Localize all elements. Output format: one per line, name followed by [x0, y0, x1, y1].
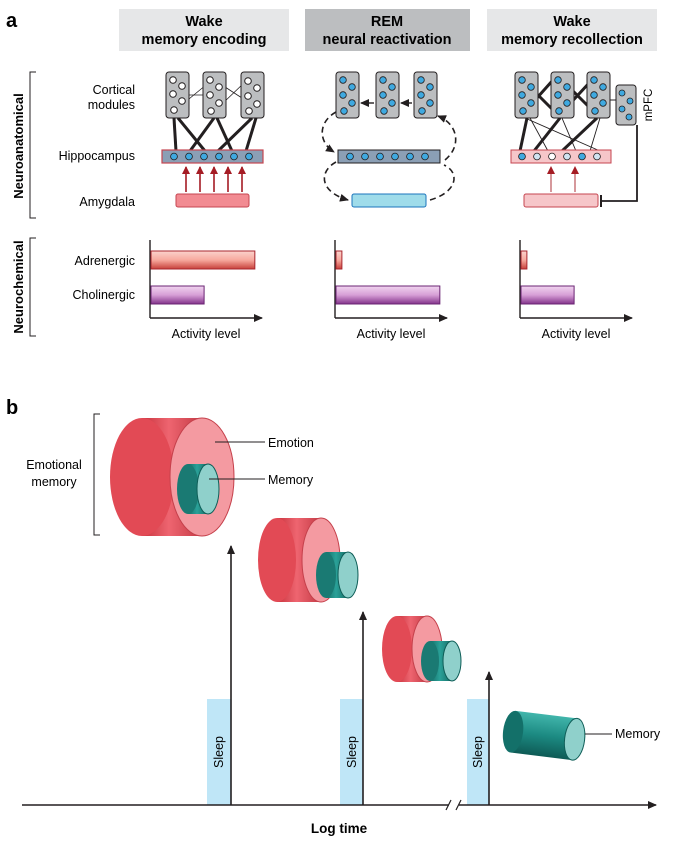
column-header-2-line1: REM: [371, 14, 403, 30]
adrenergic-bar-1: [150, 250, 256, 270]
column-header-2-line2: neural reactivation: [323, 32, 452, 48]
sleep-bar-2: [340, 699, 363, 805]
neurochemical-bracket: [29, 237, 36, 337]
neurochemical-label: Neurochemical: [11, 240, 26, 333]
column-header-1: Wake memory encoding: [119, 9, 289, 51]
sleep-bar-1: [207, 699, 231, 805]
row-label-cortical-line2: modules: [88, 98, 135, 112]
rem-network: [321, 71, 457, 208]
column-header-3: Wake memory recollection: [487, 9, 657, 51]
final-memory-label: Memory: [615, 727, 661, 741]
emotion-label: Emotion: [268, 436, 314, 450]
activity-axis-label-1: Activity level: [172, 327, 241, 341]
column-header-3-line1: Wake: [553, 14, 590, 30]
row-label-hippocampus: Hippocampus: [59, 149, 135, 163]
cholinergic-bar-3: [520, 285, 575, 305]
x-axis-label: Log time: [311, 821, 368, 836]
neuroanatomical-bracket: [29, 71, 36, 219]
memory-label: Memory: [268, 473, 314, 487]
panel-a-letter: a: [6, 10, 18, 32]
activity-axis-1: [149, 240, 263, 322]
adrenergic-bar-2: [335, 250, 343, 270]
sleep-bar-3: [467, 699, 489, 805]
memory-stage-4: [502, 710, 586, 761]
log-time-axis: [22, 799, 657, 811]
sleep-label-2: Sleep: [345, 736, 359, 768]
encoding-network: [161, 71, 265, 208]
mpfc-label: mPFC: [643, 89, 655, 122]
sleep-label-1: Sleep: [212, 736, 226, 768]
emotional-memory-stage-2: [258, 517, 359, 603]
emotional-memory-label-line1: Emotional: [26, 458, 82, 472]
panel-b-letter: b: [6, 397, 18, 419]
column-header-2: REM neural reactivation: [305, 9, 470, 51]
cholinergic-bar-1: [150, 285, 205, 305]
activity-axis-label-2: Activity level: [357, 327, 426, 341]
neuroanatomical-label: Neuroanatomical: [11, 93, 26, 198]
adrenergic-bar-3: [520, 250, 528, 270]
activity-bars: Activity level Activity level Activity lev…: [149, 240, 633, 341]
cholinergic-bar-2: [335, 285, 441, 305]
column-header-3-line2: memory recollection: [501, 32, 643, 48]
emotional-memory-bracket: [93, 413, 100, 536]
row-label-cortical-line1: Cortical: [93, 83, 135, 97]
column-header-1-line1: Wake: [185, 14, 222, 30]
activity-axis-3: [519, 240, 633, 322]
row-label-cholinergic: Cholinergic: [72, 288, 135, 302]
row-label-adrenergic: Adrenergic: [75, 254, 135, 268]
emotional-memory-label-line2: memory: [31, 475, 77, 489]
emotional-memory-stage-3: [382, 615, 462, 683]
row-label-amygdala: Amygdala: [79, 195, 135, 209]
emotional-memory-stage-1: [110, 417, 235, 537]
activity-axis-label-3: Activity level: [542, 327, 611, 341]
column-header-1-line2: memory encoding: [142, 32, 267, 48]
activity-axis-2: [334, 240, 448, 322]
recollection-network: mPFC: [510, 71, 655, 208]
sleep-label-3: Sleep: [471, 736, 485, 768]
